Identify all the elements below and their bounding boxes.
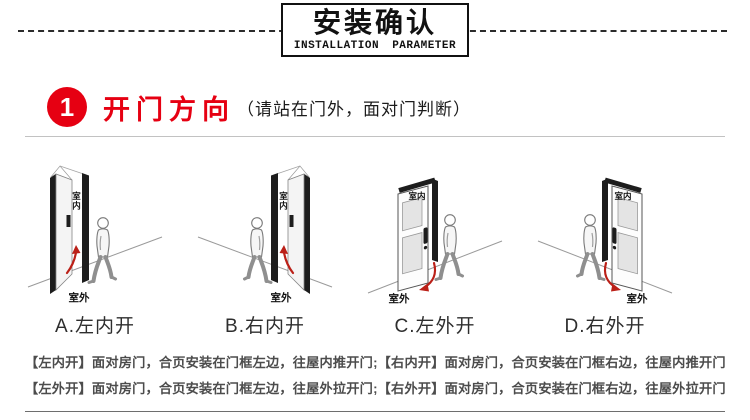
door-swing-arrow-icon (65, 250, 78, 275)
page-header: 安装确认 INSTALLATION PARAMETER (0, 0, 750, 62)
outdoor-label: 室外 (389, 292, 410, 305)
indoor-label: 室内 (614, 191, 631, 201)
frame-header-beam (398, 177, 436, 193)
door-jamb (432, 178, 438, 262)
diagram-d-label: D.右外开 (564, 316, 646, 337)
door-leaf-face (55, 173, 73, 291)
diagram-d: 室内 室外 D.右外开 (524, 161, 686, 338)
door-diagram-c-illustration: 室内 室外 (367, 177, 503, 305)
door-swing-arrowhead-icon (72, 245, 81, 254)
step-hint: （请站在门外，面对门判断） (237, 99, 471, 119)
step-heading: 1 开门方向 （请站在门外，面对门判断） (0, 86, 750, 128)
door-lock-icon (423, 227, 428, 244)
door-outward-graphic (367, 177, 503, 294)
diagram-a: 室内 室外 A.左内开 (14, 161, 176, 338)
step-1-badge-icon: 1 (47, 87, 87, 127)
door-lock-icon (66, 215, 71, 227)
door-inward-graphic (27, 165, 163, 294)
diagram-b-label: B.右内开 (225, 316, 305, 337)
door-swing-arrowhead-icon (419, 283, 429, 292)
installation-notes: 【左内开】面对房门，合页安装在门框左边，往屋内推开门;【右内开】面对房门，合页安… (0, 350, 750, 402)
title-box: 安装确认 INSTALLATION PARAMETER (281, 3, 469, 57)
door-panel-upper (402, 197, 423, 232)
page-subtitle: INSTALLATION PARAMETER (293, 39, 457, 52)
person-figure (87, 217, 117, 284)
frame-header-line (59, 165, 83, 174)
outdoor-label: 室外 (271, 291, 292, 304)
diagram-c: 室内 室外 C.左外开 (354, 161, 516, 338)
door-diagram-b-illustration: 室内 室外 (196, 164, 334, 304)
door-knob-icon (423, 245, 428, 250)
diagram-b: 室内 室外 B.右内开 (184, 161, 346, 338)
step-title: 开门方向 (103, 94, 235, 125)
note-line-outward: 【左外开】面对房门，合页安装在门框左边，往屋外拉开门;【右外开】面对房门，合页安… (25, 381, 726, 396)
indoor-label: 室内 (408, 191, 425, 201)
door-diagram-a-illustration: 室内 室外 (27, 165, 163, 304)
door-panel-lower (402, 232, 423, 275)
page-title: 安装确认 (312, 6, 437, 38)
door-diagrams-row: 室内 室外 A.左内开 室内 室外 B.右内开 (0, 161, 750, 338)
door-outward-graphic-mirrored (538, 179, 672, 294)
door-inward-graphic-mirrored (196, 164, 334, 296)
door-jamb (82, 173, 89, 283)
note-line-inward: 【左内开】面对房门，合页安装在门框左边，往屋内推开门;【右内开】面对房门，合页安… (25, 355, 726, 370)
person-figure (434, 214, 464, 281)
door-leaf-face (397, 185, 429, 292)
door-leaf-stile (50, 174, 56, 294)
section-divider (25, 136, 725, 137)
bottom-divider (25, 411, 725, 412)
diagram-a-label: A.左内开 (55, 316, 135, 337)
diagram-c-label: C.左外开 (394, 316, 476, 337)
door-diagram-d-illustration: 室内 室外 (535, 161, 675, 305)
indoor-label: 室内 (72, 191, 81, 211)
indoor-label: 室内 (279, 191, 288, 211)
outdoor-label: 室外 (69, 291, 90, 304)
outdoor-label: 室外 (627, 292, 648, 305)
